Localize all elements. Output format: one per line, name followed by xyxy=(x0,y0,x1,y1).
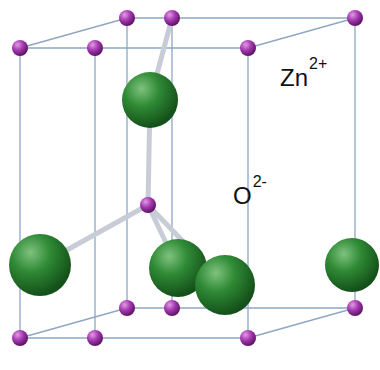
ion-label: O xyxy=(233,184,252,208)
ion-label: Zn xyxy=(280,66,308,90)
charge-superscript: 2+ xyxy=(309,56,327,72)
bonds xyxy=(40,18,225,285)
charge-superscript: 2- xyxy=(253,174,267,190)
oxygen-atoms xyxy=(9,72,379,315)
cell-edges xyxy=(20,18,355,338)
zinc-atoms xyxy=(12,10,363,346)
